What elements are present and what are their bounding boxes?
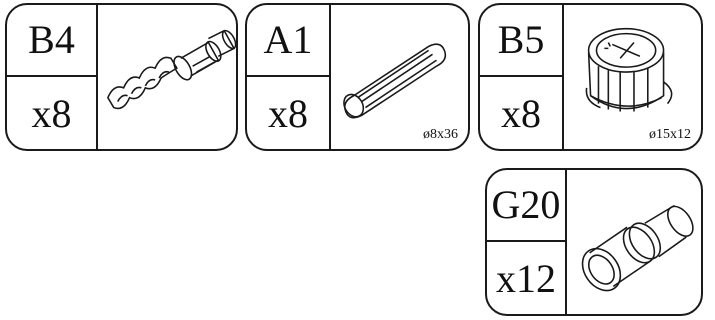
part-card-g20: G20 x12 — [485, 168, 703, 316]
cam-lock-nut-icon — [585, 27, 673, 112]
part-code: G20 — [491, 182, 561, 227]
part-code-cell: B4 — [7, 5, 98, 77]
part-code: B4 — [28, 17, 75, 62]
part-quantity: x12 — [496, 256, 556, 301]
wood-dowel-icon — [343, 43, 447, 119]
part-code: B5 — [497, 17, 545, 62]
part-quantity: x8 — [268, 91, 308, 136]
part-quantity-cell: x8 — [247, 77, 331, 149]
part-card-a1: A1 x8 ø8x36 — [245, 3, 470, 151]
cam-bolt-icon — [106, 29, 236, 110]
part-card-b5: B5 x8 ø15x12 — [478, 3, 703, 151]
part-quantity-cell: x12 — [487, 242, 567, 314]
part-code-cell: G20 — [487, 170, 567, 242]
part-illustration — [564, 5, 701, 149]
part-card-b4: B4 x8 — [5, 3, 238, 151]
part-illustration — [331, 5, 468, 149]
part-code-cell: B5 — [480, 5, 564, 77]
part-quantity: x8 — [501, 91, 541, 136]
part-dimension: ø8x36 — [423, 127, 458, 142]
part-quantity: x8 — [31, 91, 72, 136]
part-illustration — [567, 170, 701, 314]
part-code: A1 — [263, 17, 313, 62]
part-dimension: ø15x12 — [649, 127, 691, 142]
part-quantity-cell: x8 — [480, 77, 564, 149]
part-code-cell: A1 — [247, 5, 331, 77]
part-illustration — [98, 5, 236, 149]
plastic-sleeve-icon — [581, 204, 694, 292]
part-quantity-cell: x8 — [7, 77, 98, 149]
